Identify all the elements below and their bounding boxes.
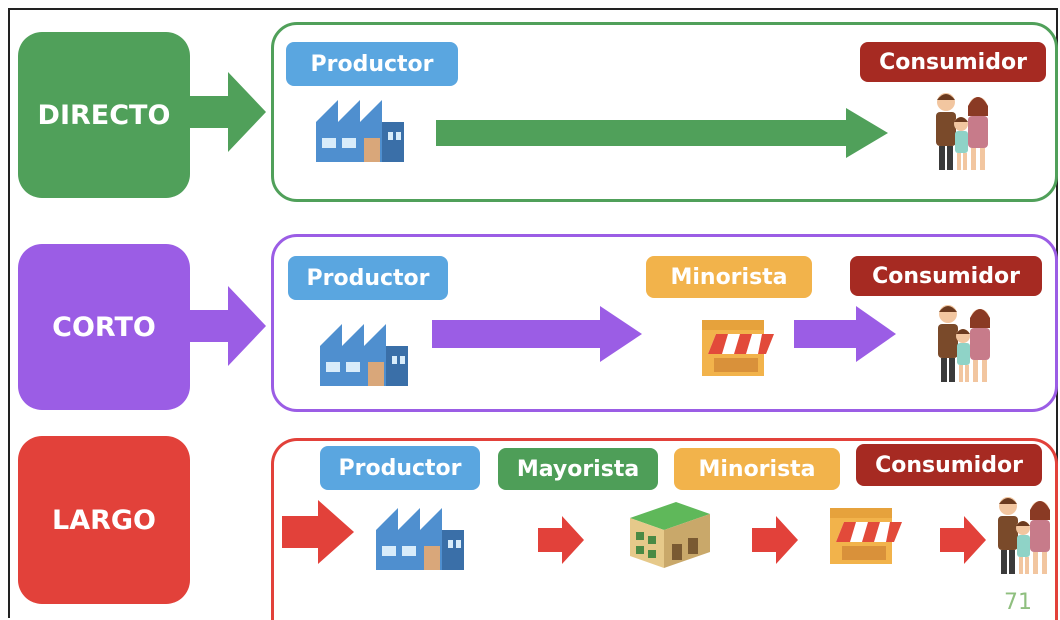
node-label-mayorista: Mayorista (498, 448, 658, 490)
family-icon (998, 497, 1050, 574)
channel-type-label: CORTO (52, 311, 156, 343)
channel-type-largo: LARGO (18, 436, 190, 604)
arrow-right-icon (282, 500, 354, 564)
node-label-productor: Productor (320, 446, 480, 490)
arrow-right-icon (752, 516, 798, 564)
warehouse-icon (630, 502, 710, 568)
channel-type-label: LARGO (51, 504, 156, 536)
shop-icon (830, 508, 902, 564)
channel-type-corto: CORTO (18, 244, 190, 410)
shop-icon (702, 320, 774, 376)
arrow-right-icon (436, 108, 888, 158)
arrow-right-icon (190, 286, 266, 366)
channel-type-directo: DIRECTO (18, 32, 190, 198)
channel-type-label: DIRECTO (37, 99, 171, 131)
arrow-right-icon (794, 306, 896, 362)
family-icon (936, 93, 988, 170)
arrow-right-icon (432, 306, 642, 362)
factory-icon (320, 324, 408, 386)
node-label-minorista: Minorista (646, 256, 812, 298)
factory-icon (316, 100, 404, 162)
arrow-right-icon (538, 516, 584, 564)
node-label-productor: Productor (286, 42, 458, 86)
node-label-consumidor: Consumidor (856, 444, 1042, 486)
page-number: 71 (1004, 590, 1032, 615)
factory-icon (376, 508, 464, 570)
node-label-consumidor: Consumidor (850, 256, 1042, 296)
arrow-right-icon (190, 72, 266, 152)
node-label-consumidor: Consumidor (860, 42, 1046, 82)
family-icon (938, 305, 990, 382)
node-label-minorista: Minorista (674, 448, 840, 490)
node-label-productor: Productor (288, 256, 448, 300)
arrow-right-icon (940, 516, 986, 564)
